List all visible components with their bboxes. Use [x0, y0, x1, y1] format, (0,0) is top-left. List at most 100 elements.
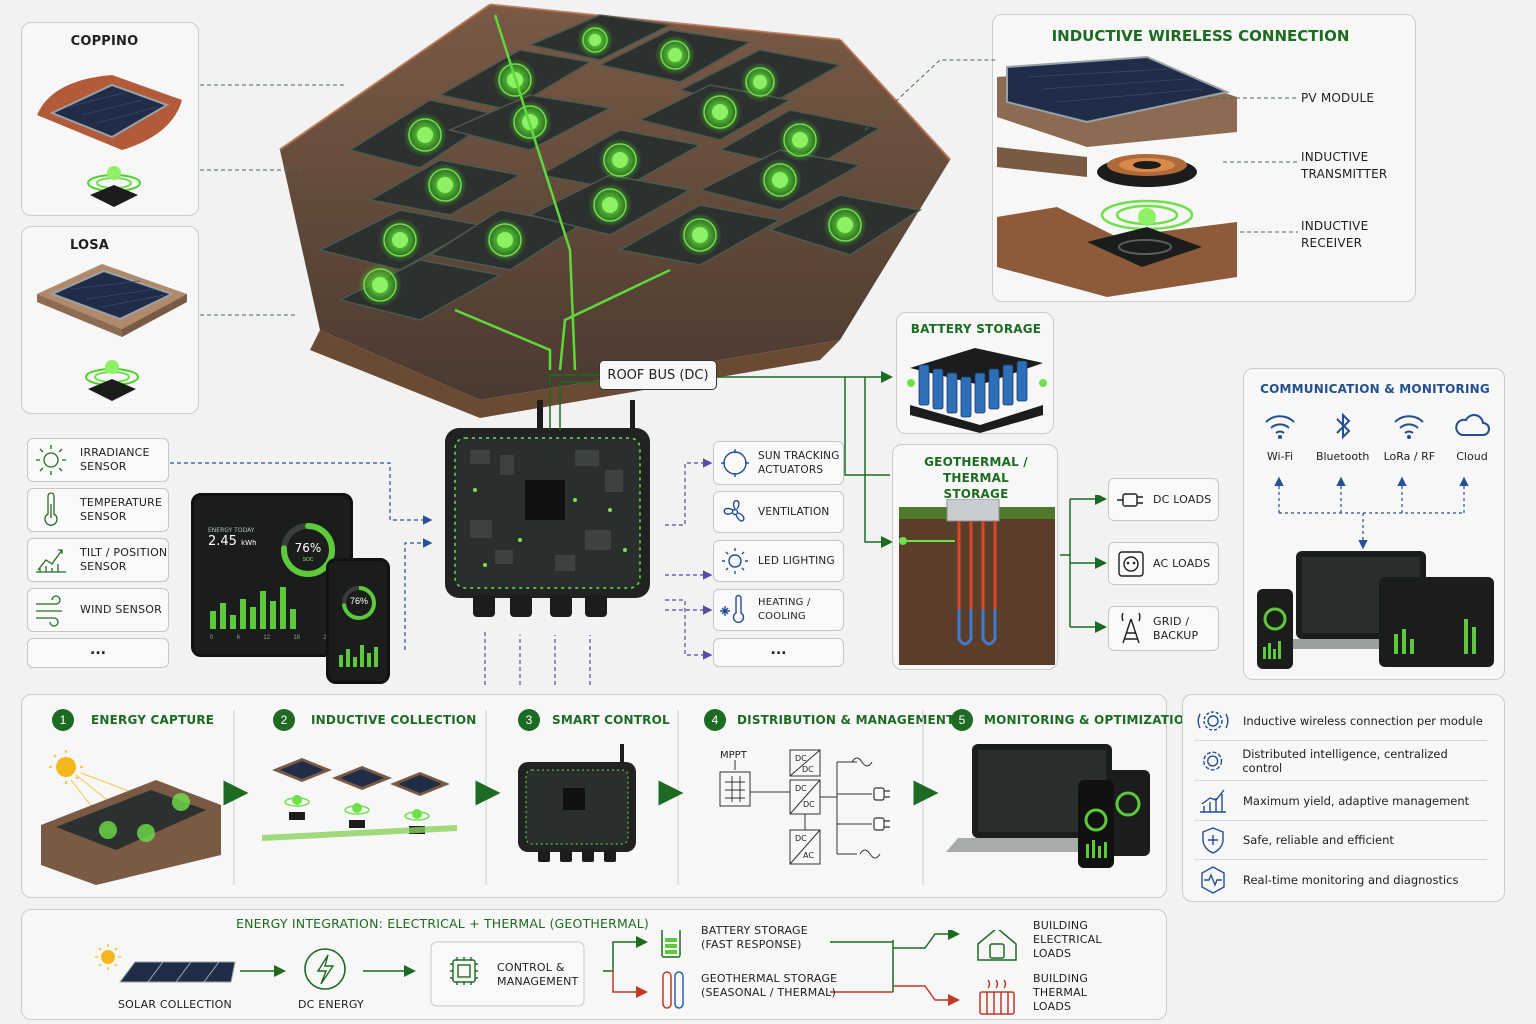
radiator-icon [979, 979, 1015, 1015]
step-2: 2 INDUCTIVE COLLECTION [273, 709, 477, 731]
communication-title: COMMUNICATION & MONITORING [1260, 382, 1490, 396]
roof-bus-label: ROOF BUS (DC) [599, 360, 717, 390]
control-management-label: CONTROL & MANAGEMENT [497, 961, 579, 988]
energy-today-label: ENERGY TODAY [208, 527, 255, 534]
comm-arrows [1274, 476, 1469, 550]
shield-icon [1202, 827, 1224, 854]
tablet-axis: 06121824 [210, 635, 330, 641]
dcdc1-bottom: DC [802, 765, 814, 774]
roof-illustration [279, 3, 952, 418]
inductive-receiver-label: INDUCTIVE RECEIVER [1301, 219, 1369, 250]
sensor-wind[interactable]: WIND SENSOR [27, 588, 169, 632]
building-electrical-label: BUILDING ELECTRICAL LOADS [1033, 919, 1102, 960]
step-1-number: 1 [52, 709, 74, 731]
soc-value: 76% [294, 541, 322, 555]
tracking-icon [721, 449, 749, 477]
tower-icon [1121, 612, 1141, 643]
roof-coil-glow [588, 183, 632, 227]
load-lines [1060, 495, 1107, 633]
comm-bluetooth[interactable]: Bluetooth [1313, 411, 1373, 464]
step-4-number: 4 [704, 709, 726, 731]
thermo-snow-icon [720, 594, 745, 623]
roof-coil-glow [758, 158, 802, 202]
actuator-more[interactable]: ... [713, 638, 844, 667]
actuator-arrows [484, 458, 713, 685]
thermometer-icon [44, 492, 58, 526]
feature-item: Distributed intelligence, centralized co… [1194, 741, 1487, 781]
actuator-heating-cooling[interactable]: HEATING / COOLING [713, 589, 844, 631]
step-3-number: 3 [518, 709, 540, 731]
geothermal-seasonal-label: GEOTHERMAL STORAGE (SEASONAL / THERMAL) [701, 972, 838, 999]
roof-coil-glow [823, 203, 867, 247]
energy-bar-chart [210, 587, 296, 629]
phone-dashboard: 76% [326, 558, 390, 684]
dcdc2-top: DC [795, 784, 807, 793]
wireless-gear-icon [1197, 711, 1229, 731]
dcdc1-top: DC [795, 754, 807, 763]
step-5-label: MONITORING & OPTIMIZATION [984, 713, 1195, 727]
battery-storage-title: BATTERY STORAGE [910, 322, 1042, 336]
step-1-label: ENERGY CAPTURE [91, 713, 215, 727]
energy-today-unit: kWh [241, 539, 257, 547]
coppino-title: COPPINO [70, 34, 139, 49]
battery-icon [661, 930, 681, 958]
feature-item: Inductive wireless connection per module [1194, 702, 1487, 741]
losa-title: LOSA [69, 238, 110, 253]
step-2-label: INDUCTIVE COLLECTION [311, 713, 477, 727]
bluetooth-icon [1335, 412, 1351, 440]
tile-leader-lines [200, 84, 345, 316]
wind-icon [36, 595, 62, 627]
step-4-label: DISTRIBUTION & MANAGEMENT [737, 713, 955, 727]
roof-coil-glow [577, 22, 613, 58]
integration-panels-icon [119, 961, 236, 983]
dcac-top: DC [795, 834, 807, 843]
dcac-bottom: AC [803, 851, 814, 860]
wifi-icon [1265, 415, 1295, 439]
comm-lora-rf[interactable]: LoRa / RF [1379, 411, 1439, 464]
phone-soc-gauge [342, 586, 376, 620]
actuator-ventilation[interactable]: VENTILATION [713, 491, 844, 533]
communication-monitoring-panel: COMMUNICATION & MONITORING Wi-Fi Bluetoo… [1243, 368, 1505, 680]
fan-icon [723, 500, 745, 522]
soc-gauge [281, 523, 335, 577]
chip-icon [450, 957, 478, 985]
light-icon [722, 548, 748, 574]
load-ac[interactable]: AC LOADS [1108, 542, 1219, 585]
comm-icons-row: Wi-Fi Bluetooth LoRa / RF Cloud [1254, 411, 1498, 464]
step-energy-capture-illustration [41, 750, 221, 885]
features-list: Inductive wireless connection per module… [1194, 702, 1487, 900]
feature-item: Maximum yield, adaptive management [1194, 781, 1487, 821]
actuator-led-lighting[interactable]: LED LIGHTING [713, 540, 844, 582]
geothermal-title: GEOTHERMAL / THERMAL STORAGE [924, 455, 1028, 501]
distribution-diagram: MPPT DC DC DC DC DC AC [719, 749, 890, 865]
step-3-label: SMART CONTROL [552, 713, 670, 727]
energy-today-value: 2.45 [208, 534, 237, 549]
pulse-icon [1201, 866, 1225, 894]
roof-coil-glow [598, 138, 642, 182]
sensor-arrows [170, 462, 433, 650]
sensor-more[interactable]: ... [27, 638, 169, 668]
load-grid-backup[interactable]: GRID /BACKUP [1108, 606, 1219, 651]
battery-storage-panel: BATTERY STORAGE [896, 312, 1054, 434]
devices-illustration [1257, 551, 1494, 669]
comm-wifi[interactable]: Wi-Fi [1254, 411, 1306, 464]
soc-label: SOC [302, 557, 314, 563]
sun-icon [36, 445, 66, 475]
lora-icon [1394, 415, 1425, 439]
losa-tile-panel: LOSA [21, 226, 199, 414]
load-dc[interactable]: DC LOADS [1108, 478, 1219, 521]
geothermal-thermometer-icon [662, 971, 672, 1009]
solar-collection-label: SOLAR COLLECTION [118, 998, 232, 1011]
inductive-connection-panel: INDUCTIVE WIRELESS CONNECTION PV MODULE … [992, 14, 1416, 302]
step-monitoring-illustration [946, 744, 1150, 868]
growth-chart-icon [1200, 789, 1226, 813]
step-inductive-collection-illustration [262, 758, 458, 841]
roof-coil-glow [483, 218, 527, 262]
comm-cloud[interactable]: Cloud [1446, 411, 1498, 464]
inductive-leaders [1208, 97, 1298, 233]
step-separators [223, 710, 939, 885]
